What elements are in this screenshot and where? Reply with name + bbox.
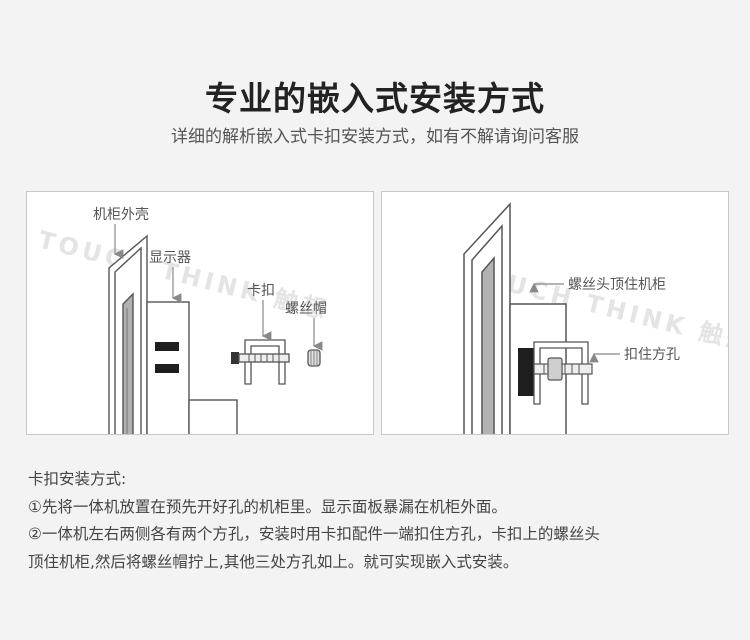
label-display: 显示器 bbox=[149, 250, 191, 266]
left-diagram-panel: TOUCH THINK 触想 机柜外壳 显 bbox=[26, 191, 374, 435]
description-heading: 卡扣安装方式: bbox=[28, 470, 127, 488]
clip-assembly bbox=[518, 341, 593, 405]
screw-cap-part bbox=[307, 349, 321, 367]
label-screw-cap: 螺丝帽 bbox=[285, 301, 327, 317]
cabinet-shell bbox=[108, 234, 148, 434]
clip-part bbox=[231, 339, 290, 385]
page-title: 专业的嵌入式安装方式 bbox=[205, 79, 545, 118]
description-step-1: ①先将一体机放置在预先开好孔的机柜里。显示面板暴漏在机柜外面。 bbox=[28, 497, 507, 516]
label-cabinet-shell: 机柜外壳 bbox=[93, 206, 149, 223]
display-unit bbox=[146, 301, 238, 434]
left-diagram: TOUCH THINK 触想 机柜外壳 显 bbox=[36, 206, 332, 434]
label-clip: 卡扣 bbox=[247, 283, 275, 299]
label-square-hole: 扣住方孔 bbox=[624, 347, 680, 363]
cabinet-shell bbox=[463, 202, 511, 434]
page-subtitle: 详细的解析嵌入式卡扣安装方式，如有不解请询问客服 bbox=[171, 127, 579, 147]
description-step-2-line-2: 顶住机柜,然后将螺丝帽拧上,其他三处方孔如上。就可实现嵌入式安装。 bbox=[28, 552, 519, 571]
installation-description: 卡扣安装方式: ①先将一体机放置在预先开好孔的机柜里。显示面板暴漏在机柜外面。 … bbox=[28, 466, 728, 576]
right-diagram-panel: TOUCH THINK 触想 TOUCH 螺丝头顶住机柜 扣住方孔 bbox=[381, 191, 729, 435]
right-diagram: TOUCH THINK 触想 TOUCH 螺丝头顶住机柜 扣住方孔 bbox=[461, 202, 728, 434]
description-step-2-line-1: ②一体机左右两侧各有两个方孔，安装时用卡扣配件一端扣住方孔，卡扣上的螺丝头 bbox=[28, 525, 600, 543]
label-screw-head: 螺丝头顶住机柜 bbox=[568, 277, 666, 293]
